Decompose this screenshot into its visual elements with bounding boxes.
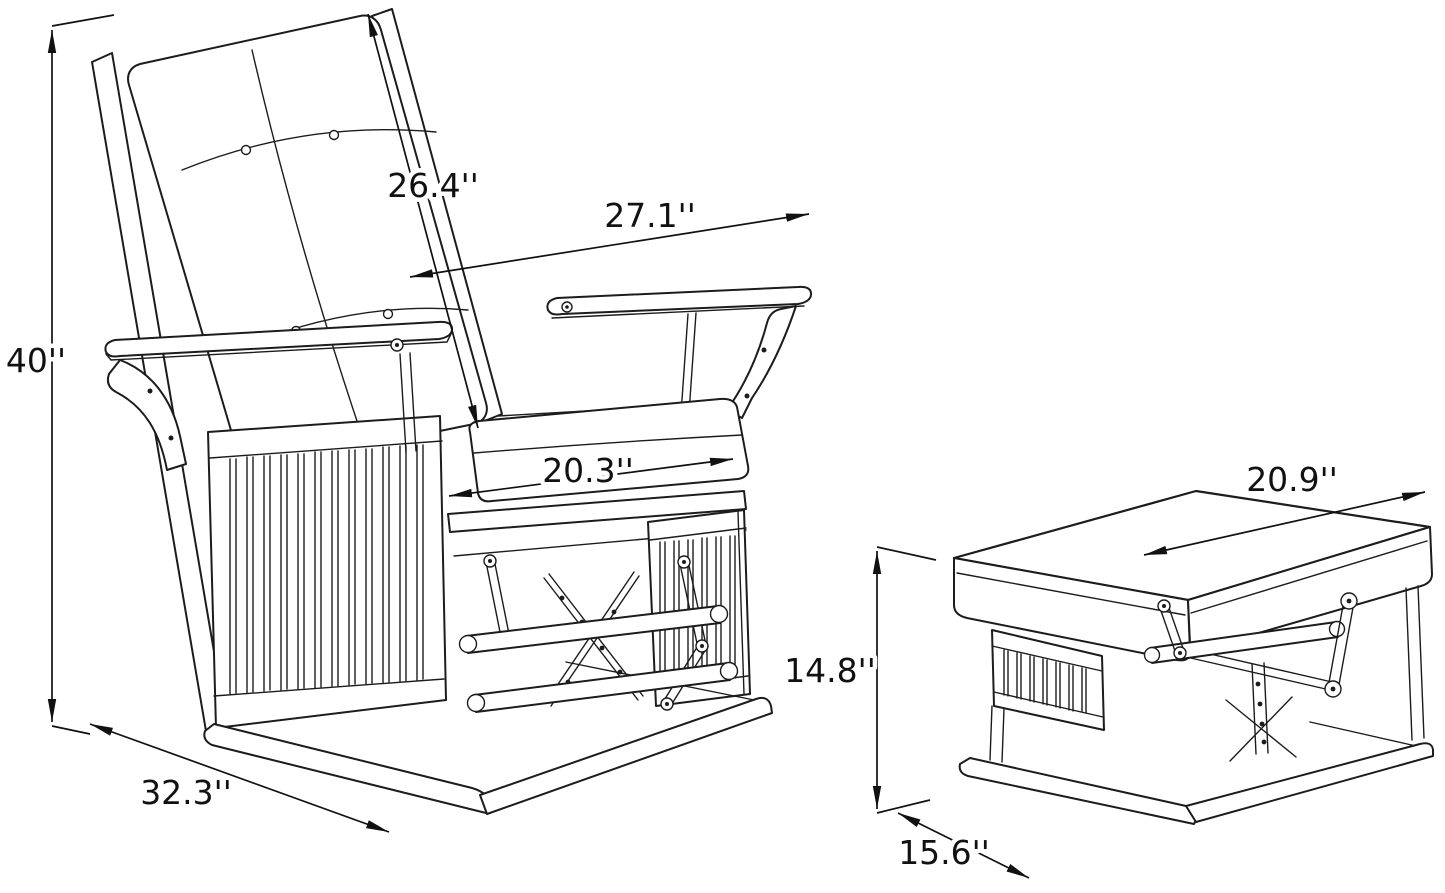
chair-left-arm-bracket [106,359,187,471]
ottoman-drawing [952,489,1434,825]
chair-drawing [91,8,813,815]
dim-chair-seat-width: 20.3'' [448,447,734,498]
chair-glider-bolts [559,595,623,685]
dim-chair-base-depth: 32.3'' [89,723,390,833]
dim-chair-base-depth-label: 32.3'' [140,773,232,812]
chair-back-cushion-seam [251,49,363,437]
dim-chair-seat-width-label: 20.3'' [542,451,634,490]
ottoman-swing-link-right [1327,599,1355,691]
dim-chair-overall-height: 40'' [1,14,115,735]
chair-swing-link-left [485,558,511,643]
dim-ottoman-top-width-label: 20.9'' [1246,460,1338,499]
dim-chair-overall-width-label: 27.1'' [604,196,696,235]
ottoman-cross-brace [1225,696,1297,762]
dim-chair-overall-height-label: 40'' [6,341,66,380]
ottoman-slat-panel [989,629,1105,763]
chair-right-arm-bracket [726,305,797,419]
dim-chair-backrest-length-label: 26.4'' [387,166,479,205]
dim-ottoman-base-depth: 15.6'' [894,812,1030,879]
dim-ottoman-base-depth-label: 15.6'' [898,833,990,872]
ottoman-left-leg [989,705,1005,763]
dim-ottoman-overall-height: 14.8'' [780,546,937,814]
ottoman-post-bolts [1255,681,1267,745]
ottoman-glider-mechanism [1143,592,1358,762]
dim-ottoman-overall-height-label: 14.8'' [784,651,876,690]
ottoman-center-post [1251,662,1269,755]
ottoman-base-runners [958,721,1434,825]
dim-chair-overall-width: 27.1'' [409,192,810,278]
ottoman-swing-link-left [1159,604,1185,655]
ottoman-cushion [952,489,1433,662]
chair-seat-frame-rail [447,490,747,533]
chair-left-slat-panel [207,415,447,729]
chair-right-armrest [546,285,813,419]
ottoman-right-leg [1405,585,1425,741]
chair-glider-mechanism [458,554,739,713]
dimension-annotations: 40'' 26.4'' 27.1'' 20.3'' 32.3'' 20.9'' … [1,13,1426,879]
ottoman-slats [1003,649,1087,714]
chair-back-cushion [127,14,488,470]
chair-left-slats [229,444,424,695]
chair-swing-link-right [662,560,707,708]
dim-ottoman-top-width: 20.9'' [1143,456,1426,556]
